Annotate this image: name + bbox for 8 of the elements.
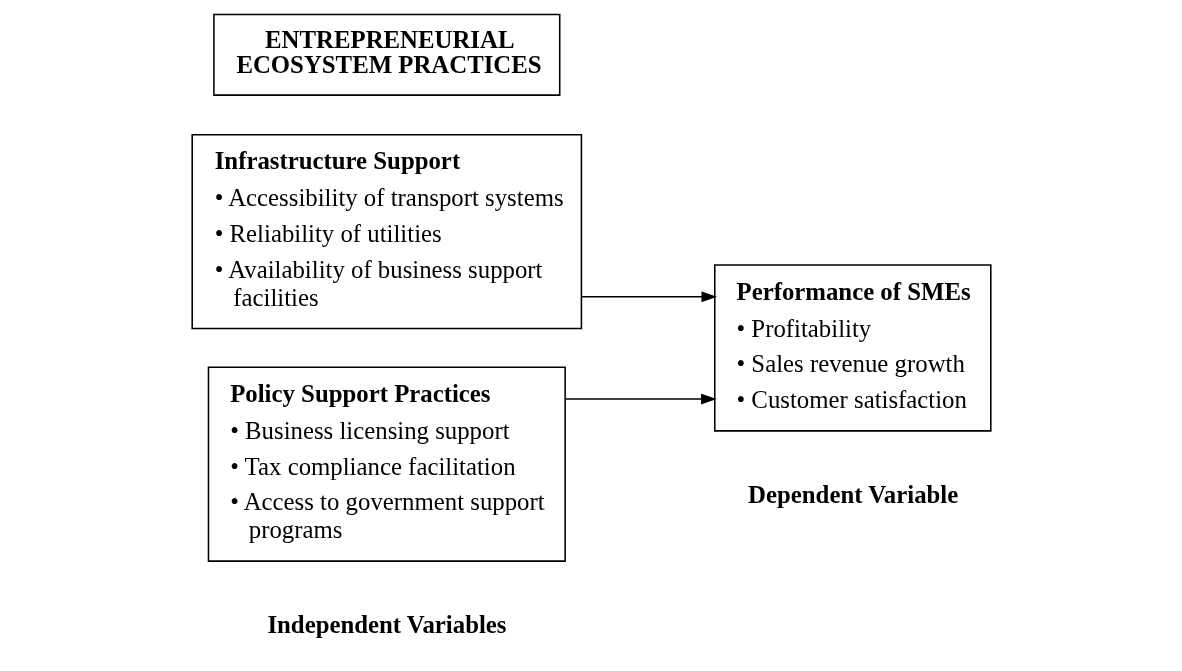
node-box: ENTREPRENEURIAL ECOSYSTEM PRACTICES <box>212 13 560 96</box>
label: Independent Variables <box>266 610 506 638</box>
node-label: Dependent Variable <box>747 480 958 508</box>
node-box: Performance of SMEs • Profitability • Sales revenue growth • Customer satisfaction <box>713 264 992 432</box>
arrow <box>564 393 717 405</box>
arrow <box>580 291 717 303</box>
node-box: Infrastructure Support • Accessibility of transport systems • Reliability of utilities • Availability of business support facilities <box>190 133 582 330</box>
node-box: Policy Support Practices • Business licensing support • Tax compliance facilitation • Access to government support programs <box>207 366 566 562</box>
